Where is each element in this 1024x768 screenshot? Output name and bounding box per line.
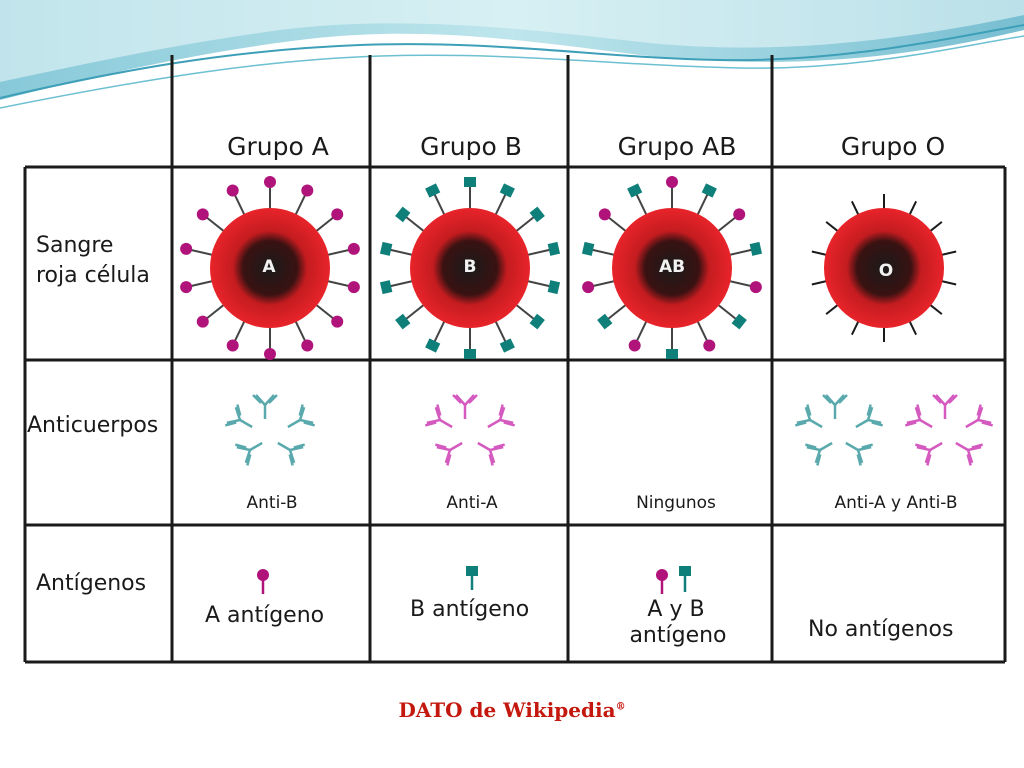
credit-text: DATO de Wikipedia: [398, 698, 616, 722]
antigen-label-b-line1: B antígeno: [410, 597, 529, 622]
column-header-ab: Grupo AB: [618, 132, 737, 161]
antibody-label-a: Anti-B: [247, 493, 298, 513]
registered-mark: ®: [615, 701, 626, 713]
cell-letter-o: O: [879, 261, 893, 281]
column-header-o: Grupo O: [841, 132, 945, 161]
column-header-b: Grupo B: [420, 132, 522, 161]
antibody-cluster-anti-b-o-icon: [794, 393, 884, 467]
antigen-ab-icon: [656, 566, 691, 594]
source-credit: DATO de Wikipedia®: [0, 698, 1024, 722]
row-label-rbc-line2: roja célula: [36, 263, 150, 288]
row-label-antibodies: Anticuerpos: [27, 413, 158, 438]
cell-letter-ab: AB: [659, 257, 685, 277]
antibody-cluster-anti-a-icon: [424, 393, 516, 467]
antibody-label-o: Anti-A y Anti-B: [834, 493, 957, 513]
table-grid: [23, 55, 1007, 664]
row-label-rbc-line1: Sangre: [36, 233, 113, 258]
red-blood-cells: [180, 176, 957, 360]
antigen-a-icon: [257, 569, 269, 594]
antigen-label-ab-line1: A y B: [647, 597, 704, 622]
antigen-label-a-line1: A antígeno: [205, 603, 324, 628]
antibody-label-ab: Ningunos: [636, 493, 716, 513]
antibody-label-b: Anti-A: [446, 493, 498, 513]
antigen-label-ab-line2: antígeno: [629, 623, 726, 648]
red-blood-cell-o-icon: [811, 194, 957, 342]
red-blood-cell-b-icon: [379, 177, 561, 359]
column-header-a: Grupo A: [227, 132, 329, 161]
antibody-cluster-anti-b-icon: [224, 393, 316, 467]
cell-letter-b: B: [464, 257, 477, 277]
red-blood-cell-a-icon: [180, 176, 360, 360]
header-wave-decoration: [0, 0, 1024, 109]
antigen-label-o-line2: No antígenos: [808, 617, 953, 642]
antigen-b-icon: [466, 566, 478, 590]
antibody-cluster-anti-a-o-icon: [904, 393, 994, 467]
row-label-antigens: Antígenos: [36, 571, 146, 596]
red-blood-cell-ab-icon: [581, 176, 763, 359]
cell-letter-a: A: [262, 257, 276, 277]
